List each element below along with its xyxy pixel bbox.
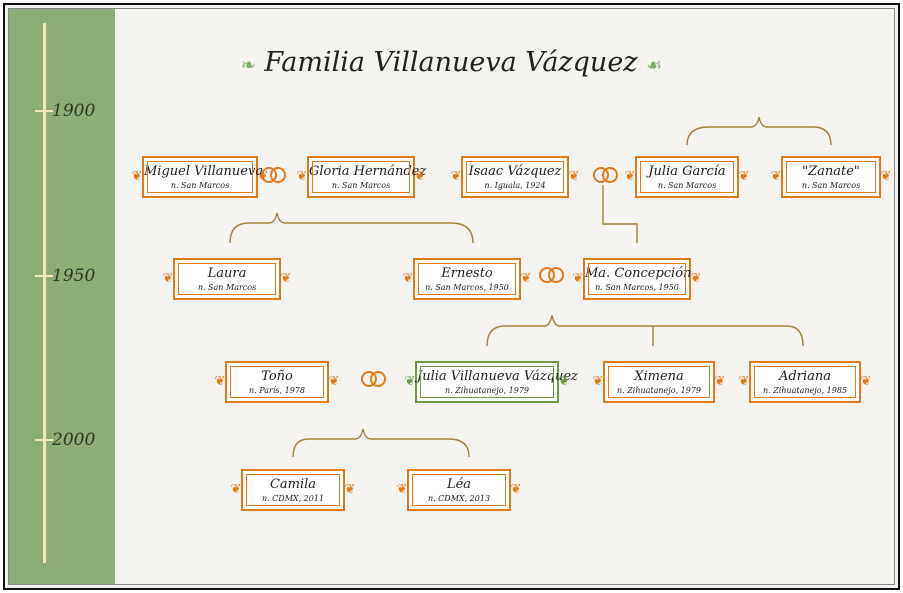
ornament-icon: ❦ bbox=[414, 169, 426, 184]
person-birth: n. Iguala, 1924 bbox=[484, 181, 546, 190]
person-birth: n. San Marcos, 1950 bbox=[425, 283, 509, 292]
ornament-icon: ❦ bbox=[404, 374, 416, 389]
person-card-ernesto[interactable]: ❦ Ernesto n. San Marcos, 1950 ❦ bbox=[403, 258, 531, 300]
person-name: Camila bbox=[269, 477, 317, 492]
person-card-ma-concepcion[interactable]: ❦ Ma. Concepción n. San Marcos, 1950 ❦ bbox=[573, 258, 701, 300]
ornament-icon: ❦ bbox=[162, 271, 174, 286]
tree-title-text: Familia Villanueva Vázquez bbox=[264, 47, 638, 78]
ornament-icon: ❦ bbox=[296, 169, 308, 184]
person-card-tono[interactable]: ❦ Toño n. París, 1978 ❦ bbox=[215, 361, 339, 403]
connector-children-julia bbox=[292, 428, 470, 458]
ornament-icon: ❦ bbox=[280, 271, 292, 286]
ornament-icon: ❦ bbox=[450, 169, 462, 184]
person-name: Julia García bbox=[648, 164, 726, 179]
person-name: "Zanate" bbox=[802, 164, 860, 179]
ornament-icon: ❦ bbox=[714, 374, 726, 389]
person-card-camila[interactable]: ❦ Camila n. CDMX, 2011 ❦ bbox=[231, 469, 355, 511]
person-name: Miguel Villanueva bbox=[144, 164, 264, 179]
person-name: Gloria Hernández bbox=[309, 164, 427, 179]
person-birth: n. París, 1978 bbox=[249, 386, 305, 395]
person-card-zanate[interactable]: ❦ "Zanate" n. San Marcos ❦ bbox=[771, 156, 891, 198]
person-name: Isaac Vázquez bbox=[468, 164, 562, 179]
ornament-icon: ❦ bbox=[520, 271, 532, 286]
paper-background: 1900 1950 2000 ❧ Familia Villanueva Vázq… bbox=[8, 8, 895, 585]
person-name: Ximena bbox=[634, 369, 684, 384]
person-name: Adriana bbox=[779, 369, 831, 384]
connector-parents-julia-garcia bbox=[686, 116, 832, 146]
ornament-icon: ❦ bbox=[624, 169, 636, 184]
ornament-icon: ❦ bbox=[230, 482, 242, 497]
leaf-right-icon: ☙ bbox=[646, 55, 663, 76]
timeline-tick-1900 bbox=[35, 110, 53, 112]
timeline-tick-2000 bbox=[35, 439, 53, 441]
timeline-bar: 1900 1950 2000 bbox=[9, 9, 115, 584]
ornament-icon: ❦ bbox=[860, 374, 872, 389]
wedding-rings-icon bbox=[539, 265, 565, 283]
person-name: Ma. Concepción bbox=[585, 266, 692, 281]
ornament-icon: ❦ bbox=[738, 169, 750, 184]
connector-lines bbox=[229, 116, 832, 458]
ornament-icon: ❦ bbox=[396, 482, 408, 497]
person-birth: n. CDMX, 2013 bbox=[427, 494, 491, 503]
person-birth: n. CDMX, 2011 bbox=[261, 494, 325, 503]
person-birth: n. San Marcos bbox=[657, 181, 717, 190]
person-name: Ernesto bbox=[441, 266, 493, 281]
ornament-icon: ❦ bbox=[558, 374, 570, 389]
year-label-2000: 2000 bbox=[52, 430, 96, 450]
connector-children-ernesto bbox=[486, 314, 804, 347]
ornament-icon: ❦ bbox=[131, 169, 143, 184]
year-label-1950: 1950 bbox=[52, 266, 96, 286]
person-name: Laura bbox=[207, 266, 247, 281]
family-tree-canvas: 1900 1950 2000 ❧ Familia Villanueva Vázq… bbox=[3, 3, 900, 590]
person-card-laura[interactable]: ❦ Laura n. San Marcos ❦ bbox=[163, 258, 291, 300]
page-title: ❧ Familia Villanueva Vázquez ☙ bbox=[9, 47, 894, 78]
person-birth: n. San Marcos bbox=[197, 283, 257, 292]
ornament-icon: ❦ bbox=[328, 374, 340, 389]
ornament-icon: ❦ bbox=[880, 169, 892, 184]
person-name: Julia Villanueva Vázquez bbox=[417, 369, 578, 384]
ornament-icon: ❦ bbox=[510, 482, 522, 497]
ornament-icon: ❦ bbox=[344, 482, 356, 497]
timeline-axis bbox=[43, 23, 46, 563]
person-card-miguel-villanueva[interactable]: ❦ Miguel Villanueva n. San Marcos ❦ bbox=[132, 156, 268, 198]
ornament-icon: ❦ bbox=[572, 271, 584, 286]
wedding-rings-icon bbox=[261, 165, 287, 183]
timeline-tick-1950 bbox=[35, 275, 53, 277]
person-card-adriana[interactable]: ❦ Adriana n. Zihuatanejo, 1985 ❦ bbox=[739, 361, 871, 403]
wedding-rings-icon bbox=[361, 369, 387, 387]
ornament-icon: ❦ bbox=[690, 271, 702, 286]
person-name: Léa bbox=[446, 477, 472, 492]
ornament-icon: ❦ bbox=[738, 374, 750, 389]
person-birth: n. Zihuatanejo, 1979 bbox=[444, 386, 530, 395]
ornament-icon: ❦ bbox=[214, 374, 226, 389]
person-card-julia-villanueva-vazquez[interactable]: ❦ Julia Villanueva Vázquez n. Zihuatanej… bbox=[405, 361, 578, 403]
connector-isaac-concepcion bbox=[602, 185, 638, 243]
person-card-gloria-hernandez[interactable]: ❦ Gloria Hernández n. San Marcos ❦ bbox=[297, 156, 427, 198]
person-card-lea[interactable]: ❦ Léa n. CDMX, 2013 ❦ bbox=[397, 469, 521, 511]
person-card-julia-garcia[interactable]: ❦ Julia García n. San Marcos ❦ bbox=[625, 156, 749, 198]
leaf-left-icon: ❧ bbox=[240, 55, 256, 76]
person-birth: n. Zihuatanejo, 1985 bbox=[762, 386, 848, 395]
ornament-icon: ❦ bbox=[402, 271, 414, 286]
person-birth: n. San Marcos bbox=[170, 181, 230, 190]
person-birth: n. Zihuatanejo, 1979 bbox=[616, 386, 702, 395]
ornament-icon: ❦ bbox=[568, 169, 580, 184]
person-birth: n. San Marcos, 1950 bbox=[595, 283, 679, 292]
person-birth: n. San Marcos bbox=[801, 181, 861, 190]
wedding-rings-icon bbox=[593, 165, 619, 183]
ornament-icon: ❦ bbox=[257, 169, 269, 184]
person-card-isaac-vazquez[interactable]: ❦ Isaac Vázquez n. Iguala, 1924 ❦ bbox=[451, 156, 579, 198]
ornament-icon: ❦ bbox=[592, 374, 604, 389]
year-label-1900: 1900 bbox=[52, 101, 96, 121]
connector-laura-ernesto bbox=[229, 212, 474, 244]
person-name: Toño bbox=[261, 369, 293, 384]
person-card-ximena[interactable]: ❦ Ximena n. Zihuatanejo, 1979 ❦ bbox=[593, 361, 725, 403]
ornament-icon: ❦ bbox=[770, 169, 782, 184]
person-birth: n. San Marcos bbox=[331, 181, 391, 190]
